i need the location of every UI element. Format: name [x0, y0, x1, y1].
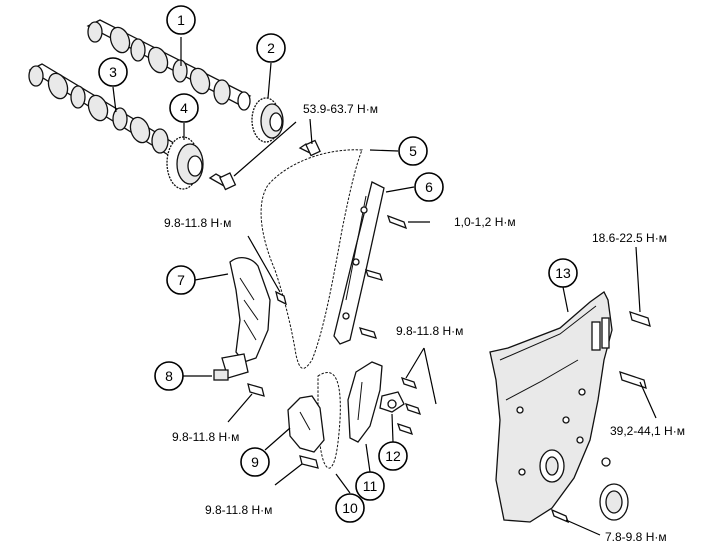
callout-13-number: 13 — [555, 265, 571, 281]
timing-chain-tensioner-arm — [229, 256, 271, 363]
callout-5-number: 5 — [409, 143, 417, 159]
callout-10: 10 — [335, 493, 365, 523]
timing-chain — [260, 149, 363, 369]
tensioner-bolts-lower — [396, 376, 422, 436]
cam-sprocket-bolt-upper — [298, 139, 321, 157]
intake-camshaft — [86, 19, 252, 111]
arm-bolt-upper — [275, 290, 287, 306]
callout-1-number: 1 — [177, 12, 185, 28]
callout-12-number: 12 — [385, 448, 401, 464]
callout-2: 2 — [256, 33, 286, 63]
exhaust-cvvt-sprocket — [166, 136, 204, 190]
timing-chain-cover — [489, 291, 613, 523]
tensioner-bolt — [247, 383, 265, 397]
oil-pump-chain-tensioner — [379, 391, 405, 413]
callout-8: 8 — [154, 361, 184, 391]
callout-6: 6 — [414, 172, 444, 202]
callout-13: 13 — [548, 258, 578, 288]
torque-label-cam-bolts: 53.9-63.7 Н·м — [303, 102, 378, 116]
torque-label-guide-lower: 9.8-11.8 Н·м — [396, 324, 463, 338]
callout-4: 4 — [169, 93, 199, 123]
oil-pump-chain-tensioner-arm — [287, 395, 325, 453]
timing-chain-hydraulic-tensioner — [213, 353, 249, 381]
cover-bolts — [550, 311, 651, 524]
exhaust-camshaft — [28, 63, 184, 157]
callout-5: 5 — [398, 136, 428, 166]
callout-8-number: 8 — [165, 368, 173, 384]
torque-label-cover-bottom: 7.8-9.8 Н·м — [605, 530, 667, 544]
callout-11-number: 11 — [363, 478, 378, 494]
callout-9: 9 — [240, 447, 270, 477]
arm-bolt-lower — [299, 455, 319, 469]
intake-cvvt-sprocket — [251, 97, 284, 143]
crankshaft-oil-seal — [599, 483, 629, 521]
callout-10-number: 10 — [342, 500, 358, 516]
callout-2-number: 2 — [267, 40, 275, 56]
callout-3: 3 — [98, 57, 128, 87]
callout-1: 1 — [166, 5, 196, 35]
torque-label-arm-lower: 9.8-11.8 Н·м — [205, 503, 272, 517]
leader-lines — [112, 37, 657, 536]
oil-pump-chain-guide — [347, 361, 383, 443]
callout-6-number: 6 — [425, 179, 433, 195]
torque-label-arm-upper: 9.8-11.8 Н·м — [164, 216, 231, 230]
guide-bolts — [358, 214, 408, 339]
callout-7: 7 — [166, 265, 196, 295]
torque-label-tensioner: 9.8-11.8 Н·м — [172, 430, 239, 444]
callout-7-number: 7 — [177, 272, 185, 288]
torque-label-cover-mid: 39,2-44,1 Н·м — [610, 424, 685, 438]
callout-3-number: 3 — [109, 64, 117, 80]
torque-label-guide-bolts: 1,0-1,2 Н·м — [454, 215, 516, 229]
callout-11: 11 — [355, 471, 385, 501]
callout-9-number: 9 — [251, 454, 259, 470]
callout-12: 12 — [378, 441, 408, 471]
torque-label-cover-top: 18.6-22.5 Н·м — [592, 231, 667, 245]
timing-chain-guide — [333, 181, 385, 345]
callout-4-number: 4 — [180, 100, 188, 116]
cam-sprocket-bolt-lower — [208, 172, 237, 191]
